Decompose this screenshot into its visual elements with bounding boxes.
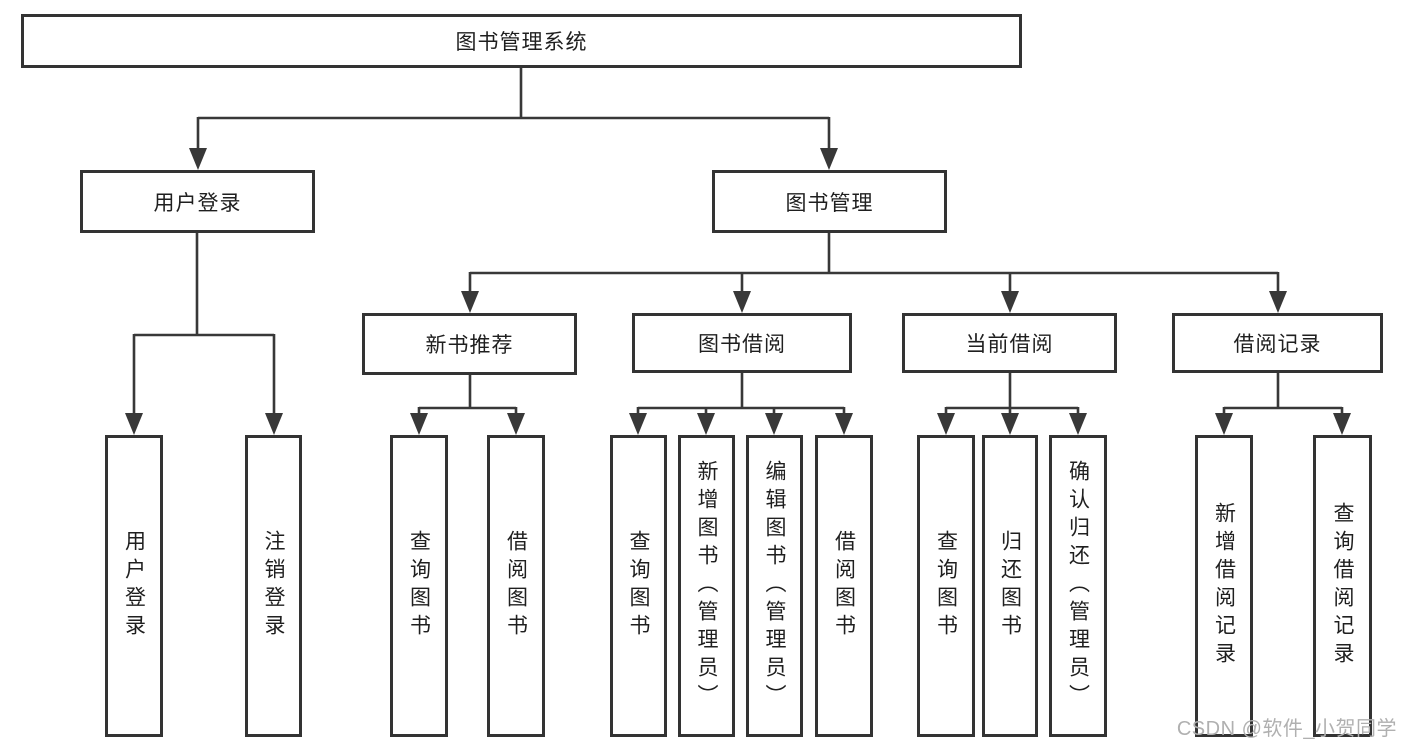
- node-new-book-recommend: 新书推荐: [362, 313, 577, 375]
- node-current-borrow: 当前借阅: [902, 313, 1117, 373]
- leaf-query-books-2: 查询图书: [610, 435, 667, 737]
- leaf-borrow-books-1-label: 借阅图书: [504, 530, 528, 642]
- node-borrow-records: 借阅记录: [1172, 313, 1383, 373]
- arrowhead-icons: [125, 148, 1351, 435]
- leaf-borrow-books-1: 借阅图书: [487, 435, 545, 737]
- node-borrow-records-label: 借阅记录: [1233, 333, 1322, 356]
- leaf-query-books-3-label: 查询图书: [934, 530, 958, 642]
- leaf-borrow-books-2-label: 借阅图书: [832, 530, 856, 642]
- leaf-query-books-3: 查询图书: [917, 435, 975, 737]
- leaf-edit-books-admin-label: 编辑图书（管理员）: [763, 460, 786, 712]
- node-book-management-label: 图书管理: [785, 191, 874, 215]
- leaf-query-borrow-record: 查询借阅记录: [1313, 435, 1372, 737]
- node-root-label: 图书管理系统: [455, 31, 588, 54]
- leaf-add-borrow-record-label: 新增借阅记录: [1212, 502, 1236, 670]
- leaf-query-books-2-label: 查询图书: [627, 530, 650, 642]
- node-book-borrow-label: 图书借阅: [698, 333, 786, 356]
- leaf-logout: 注销登录: [245, 435, 302, 737]
- leaf-user-login-label: 用户登录: [122, 530, 146, 642]
- leaf-add-borrow-record: 新增借阅记录: [1195, 435, 1253, 737]
- leaf-query-books-1: 查询图书: [390, 435, 448, 737]
- node-new-book-recommend-label: 新书推荐: [425, 334, 514, 357]
- leaf-query-books-1-label: 查询图书: [407, 530, 431, 642]
- leaf-return-books-label: 归还图书: [998, 530, 1022, 642]
- leaf-return-books: 归还图书: [982, 435, 1038, 737]
- leaf-borrow-books-2: 借阅图书: [815, 435, 873, 737]
- leaf-confirm-return-admin-label: 确认归还（管理员）: [1066, 460, 1090, 712]
- leaf-logout-label: 注销登录: [262, 530, 285, 642]
- node-current-borrow-label: 当前借阅: [965, 333, 1054, 356]
- leaf-add-books-admin-label: 新增图书（管理员）: [695, 460, 718, 712]
- leaf-confirm-return-admin: 确认归还（管理员）: [1049, 435, 1107, 737]
- leaf-add-books-admin: 新增图书（管理员）: [678, 435, 735, 737]
- node-book-borrow: 图书借阅: [632, 313, 852, 373]
- csdn-watermark: CSDN @软件_小贺同学: [1176, 718, 1397, 740]
- leaf-user-login: 用户登录: [105, 435, 163, 737]
- leaf-edit-books-admin: 编辑图书（管理员）: [746, 435, 803, 737]
- node-book-management: 图书管理: [712, 170, 947, 233]
- node-user-login-label: 用户登录: [153, 191, 242, 215]
- node-root: 图书管理系统: [21, 14, 1022, 68]
- leaf-query-borrow-record-label: 查询借阅记录: [1331, 502, 1354, 670]
- node-user-login: 用户登录: [80, 170, 315, 233]
